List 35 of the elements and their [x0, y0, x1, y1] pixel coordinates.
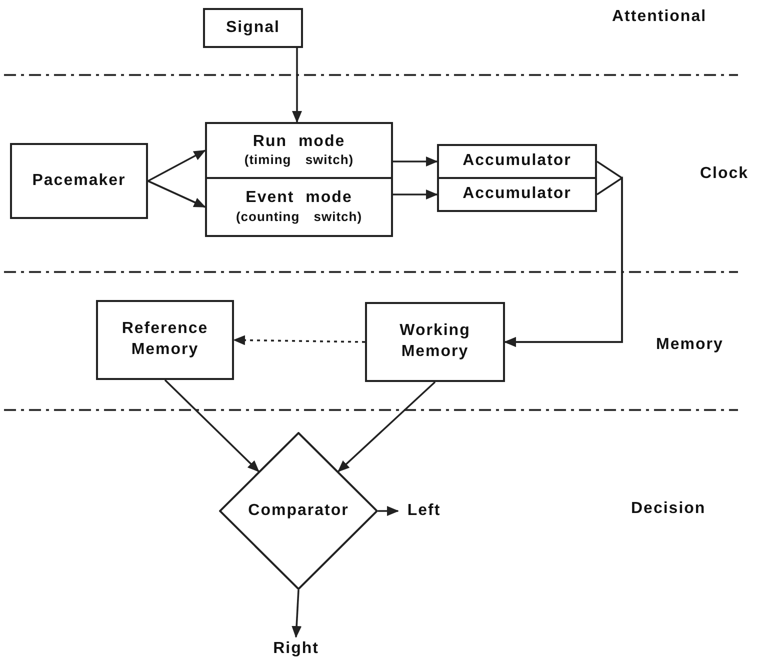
- node-text: Pacemaker: [32, 170, 126, 191]
- node-text: Event mode: [246, 188, 352, 208]
- process-box: [203, 8, 303, 48]
- arrow: [378, 506, 399, 516]
- node-subtext: (timing switch): [244, 152, 354, 170]
- node-text: Signal: [226, 18, 280, 38]
- arrow: [164, 379, 260, 472]
- process-box: [437, 144, 597, 179]
- arrow: [148, 150, 206, 182]
- process-box: [365, 302, 505, 382]
- node-text: Left: [407, 500, 441, 521]
- layer-label: Memory: [656, 336, 724, 354]
- node-text: Accumulator: [462, 151, 572, 172]
- layer-label: Decision: [631, 500, 706, 518]
- node-subtext: (counting switch): [236, 208, 362, 226]
- process-box: [437, 177, 597, 212]
- arrow: [292, 590, 302, 638]
- layer-label: Attentional: [612, 8, 707, 26]
- node-text: Run mode: [252, 132, 346, 152]
- node-text: Comparator: [248, 500, 349, 521]
- process-box: [205, 122, 393, 179]
- arrow: [148, 180, 206, 208]
- layer-label: Clock: [700, 165, 749, 183]
- node-text: Right: [273, 638, 319, 659]
- dashed-arrow: [233, 335, 366, 346]
- node-text: Reference Memory: [120, 319, 210, 360]
- process-box: [96, 300, 234, 380]
- arrow: [393, 190, 438, 200]
- arrow: [393, 156, 438, 166]
- node-text: Accumulator: [462, 184, 572, 204]
- arrow: [292, 48, 302, 123]
- process-box: [10, 143, 148, 219]
- arrow: [338, 381, 436, 472]
- process-box: [205, 177, 393, 237]
- node-text: Working Memory: [398, 321, 472, 362]
